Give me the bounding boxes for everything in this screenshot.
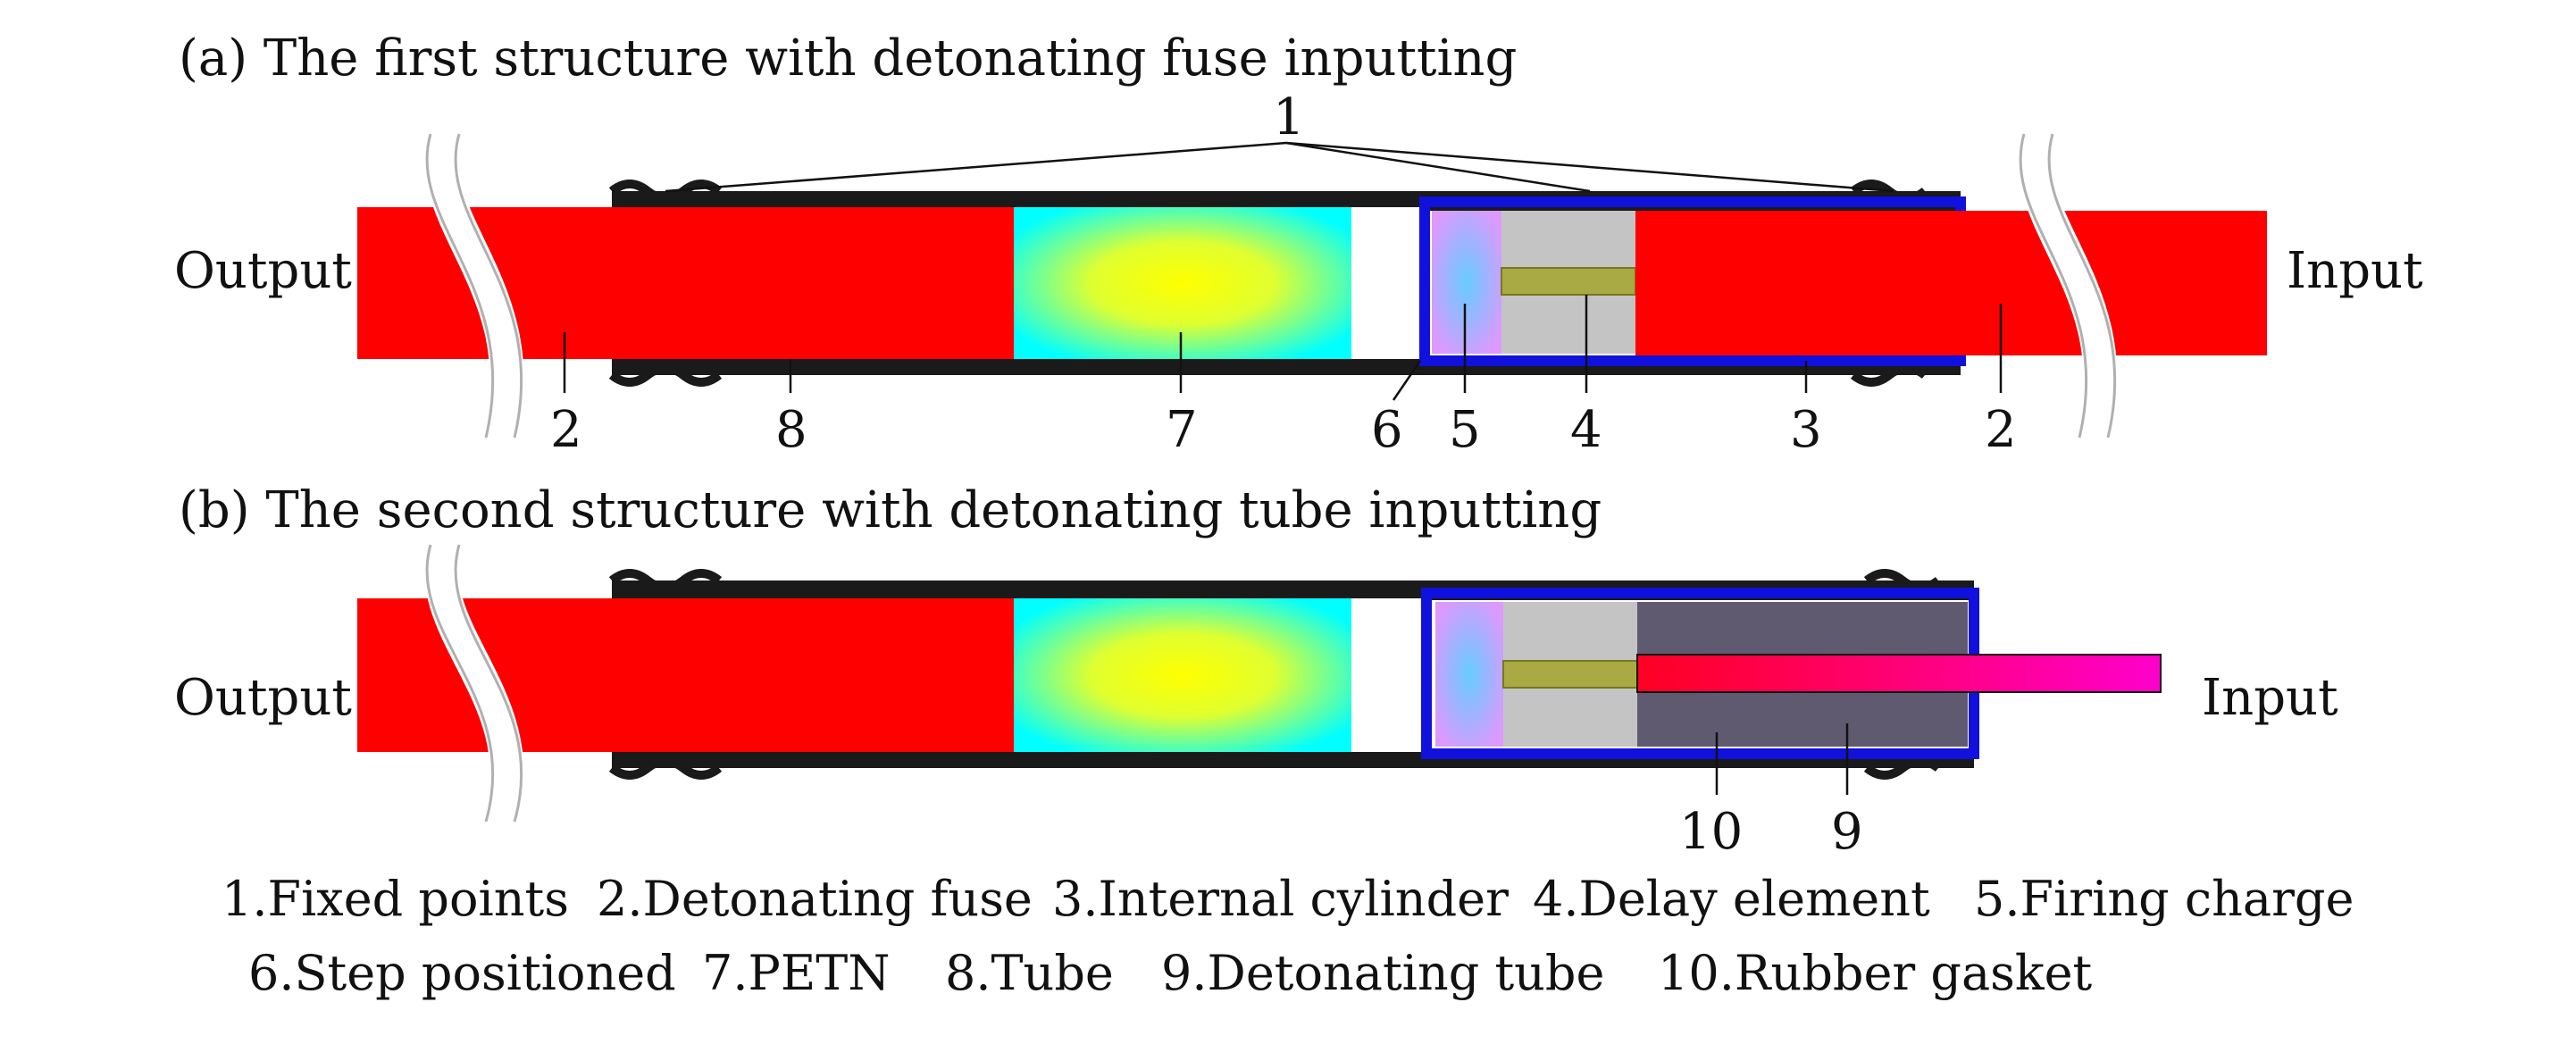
- leader-lines-b: [1715, 723, 1849, 795]
- delay-element-a: [1501, 267, 1636, 296]
- leader-lines-a: [563, 141, 2003, 401]
- petn-b: [1014, 598, 1351, 752]
- firing-charge-a: [1432, 211, 1501, 354]
- fuse-right-a: [1635, 211, 2267, 355]
- legend-item-10: 10.Rubber gasket: [1658, 945, 2093, 1001]
- legend-item-8: 8.Tube: [945, 945, 1114, 1001]
- legend-item-9: 9.Detonating tube: [1161, 945, 1604, 1001]
- label-fuse-right: 2: [1985, 401, 2017, 459]
- step-gap-a: [1351, 207, 1421, 359]
- label-petn: 7: [1166, 401, 1198, 459]
- legend-item-4: 4.Delay element: [1533, 871, 1930, 927]
- legend-item-7: 7.PETN: [702, 945, 891, 1001]
- legend-item-1: 1.Fixed points: [222, 871, 569, 927]
- break-marks-b: [424, 539, 524, 827]
- firing-charge-b: [1435, 602, 1503, 747]
- legend-item-2: 2.Detonating fuse: [597, 871, 1033, 927]
- label-tube: 8: [775, 401, 807, 459]
- delay-element-b: [1502, 660, 1638, 689]
- legend-item-6: 6.Step positioned: [248, 945, 676, 1001]
- panel-a-caption: (a) The first structure with detonating …: [179, 29, 1517, 88]
- input-label-a: Input: [2287, 242, 2423, 300]
- panel-b-caption: (b) The second structure with detonating…: [179, 481, 1602, 539]
- label-step: 6: [1371, 401, 1403, 459]
- petn-a: [1014, 207, 1351, 359]
- legend-item-3: 3.Internal cylinder: [1052, 871, 1509, 927]
- label-gasket: 10: [1679, 803, 1743, 861]
- input-label-b: Input: [2202, 669, 2338, 727]
- output-label-a: Output: [174, 242, 352, 300]
- label-det-tube: 9: [1831, 803, 1863, 861]
- label-fuse-left: 2: [550, 401, 582, 459]
- panel-b: (b) The second structure with detonating…: [174, 481, 2338, 861]
- detonating-tube: [1636, 654, 2162, 693]
- legend: 1.Fixed points 2.Detonating fuse 3.Inter…: [222, 871, 2354, 1001]
- step-gap-b: [1351, 598, 1421, 752]
- legend-item-5: 5.Firing charge: [1974, 871, 2354, 927]
- break-marks-a: [424, 129, 2118, 442]
- output-label-b: Output: [174, 669, 352, 727]
- panel-a: (a) The first structure with detonating …: [174, 29, 2423, 459]
- label-delay: 4: [1570, 401, 1602, 459]
- label-fixed-points: 1: [1273, 88, 1305, 146]
- label-cylinder: 3: [1790, 401, 1822, 459]
- label-firing: 5: [1449, 401, 1481, 459]
